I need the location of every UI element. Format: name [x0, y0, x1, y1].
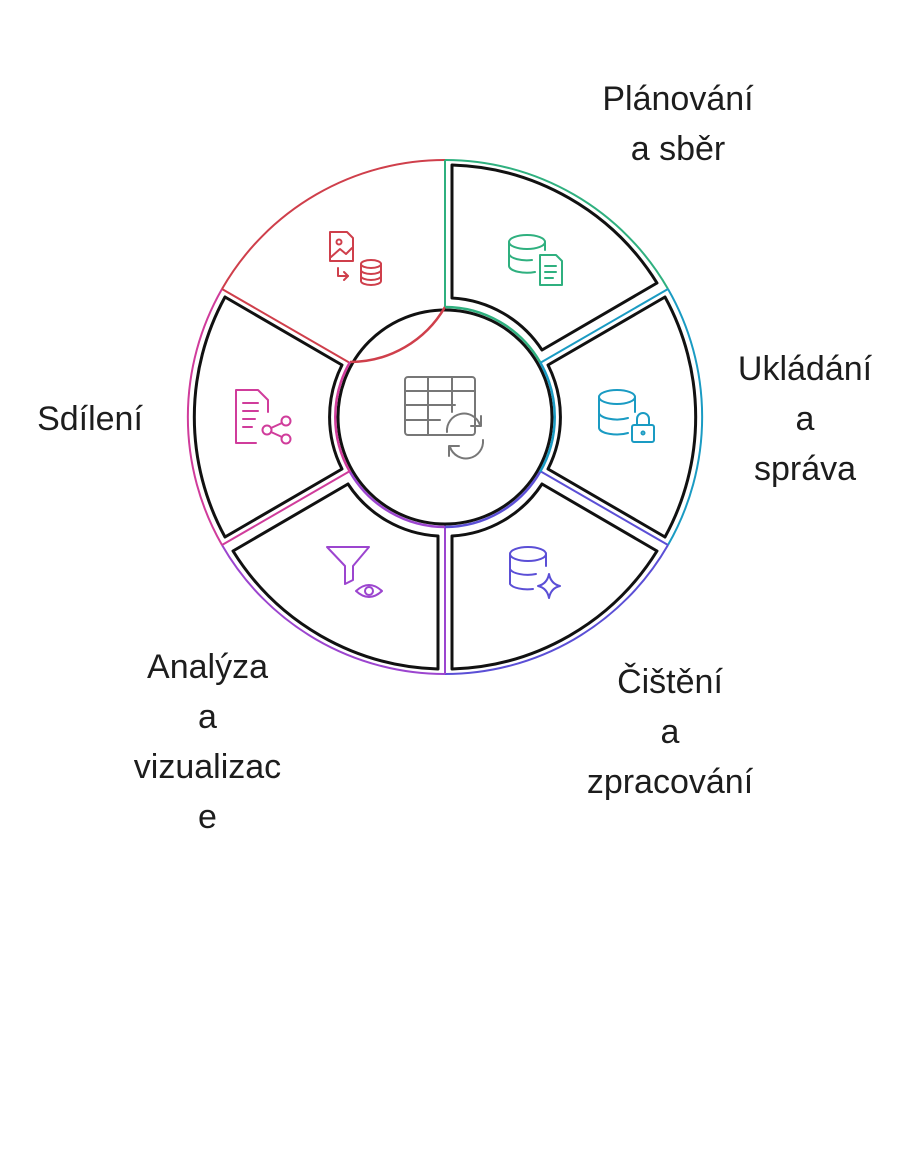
separator-cleaning [539, 470, 669, 546]
outer-arc-sharing [186, 288, 223, 546]
document-share-icon [235, 389, 292, 445]
segment-cleaning [450, 482, 659, 671]
center-circle [336, 308, 554, 526]
database-sparkle-icon [509, 546, 561, 599]
center-arc-planning [444, 305, 542, 363]
outer-arc-analysis [221, 544, 446, 676]
label-storage: Ukládání a správa [737, 350, 873, 488]
outer-arc-planning [444, 158, 669, 290]
outer-arc-import [221, 158, 446, 290]
separator-storage [539, 288, 669, 364]
center-arc-storage [538, 361, 556, 473]
separator-import [221, 288, 351, 364]
filter-eye-icon [326, 546, 383, 598]
label-sharing: Sdílení [37, 400, 143, 438]
label-cleaning: Čištění a zpracování [586, 663, 754, 801]
segment-analysis [231, 482, 440, 671]
outer-arc-cleaning [444, 544, 669, 676]
label-analysis: Analýza a vizualizac e [133, 648, 282, 836]
segment-sharing [192, 295, 344, 539]
outer-arc-storage [667, 288, 704, 546]
center-arc-sharing [334, 361, 352, 473]
center-arc-analysis [348, 471, 446, 529]
image-to-database-icon [329, 231, 382, 286]
database-lock-icon [598, 389, 655, 443]
label-planning: Plánování a sběr [602, 80, 754, 168]
table-refresh-icon [404, 376, 485, 460]
segment-storage [546, 295, 698, 539]
center-arc-cleaning [444, 471, 542, 529]
database-document-icon [508, 234, 563, 286]
segment-planning [450, 163, 659, 352]
center-arc-import [349, 306, 447, 364]
separator-sharing [221, 470, 351, 546]
